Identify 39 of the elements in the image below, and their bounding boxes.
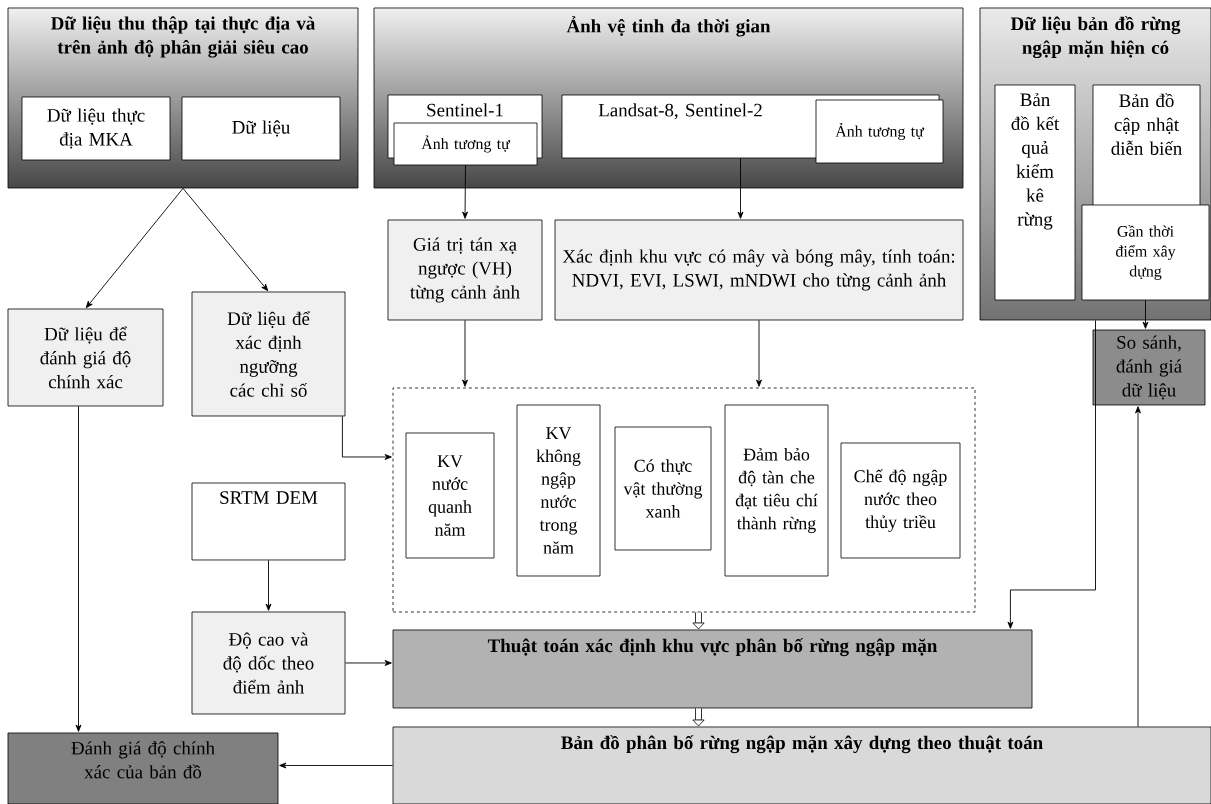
process-box: Đảm bảo độ tàn che đạt tiêu chí thành rừng [724,404,829,577]
process-box: Chế độ ngập nước theo thủy triều [840,442,961,559]
process-box: Đánh giá độ chính xác của bản đồ [7,732,279,804]
process-box: Gần thời điểm xây dựng [1081,204,1210,301]
arrow [1007,319,1096,629]
arrow [462,164,468,219]
process-box: Bản đồ kết quả kiểm kê rừng [994,84,1076,301]
process-box: Dữ liệu để xác định ngưỡng các chỉ số [191,291,346,417]
process-box: Ảnh tương tự [393,122,538,166]
arrow [75,405,82,732]
arrow [85,187,184,309]
arrow [279,762,394,769]
arrow [182,187,269,292]
process-box: Thuật toán xác định khu vực phân bố rừng ngập mặn [392,629,1033,709]
arrow [462,319,468,387]
arrow [265,559,272,611]
arrow [1142,299,1149,329]
arrow [344,660,392,666]
arrow [756,319,762,387]
arrow [341,415,392,460]
process-box: Độ cao và độ dốc theo điểm ảnh [191,611,346,715]
process-box: Dữ liệu để đánh giá độ chính xác [7,308,164,407]
process-box: Dữ liệu [181,96,341,161]
process-box: Ảnh tương tự [815,99,944,164]
process-box: Giá trị tán xạ ngược (VH) từng cảnh ảnh [387,219,543,321]
process-box: SRTM DEM [191,482,346,561]
dashed-group-box [392,387,976,613]
process-box: Xác định khu vực có mây và bóng mây, tính toán: NDVI, EVI, LSWI, mNDWI cho từng cảnh ảnh [554,219,964,321]
block-arrow [692,612,705,630]
process-box: KV nước quanh năm [405,432,495,559]
block-arrow [692,708,705,727]
arrow [737,157,744,219]
process-box: Bản đồ cập nhật diễn biến [1092,84,1201,213]
process-box: So sánh, đánh giá dữ liệu [1092,329,1206,406]
process-box: KV không ngập nước trong năm [516,404,601,577]
process-box: Bản đồ phân bố rừng ngập mặn xây dựng theo thuật toán [392,726,1211,804]
arrow [1135,406,1141,728]
process-box: Có thực vật thường xanh [614,426,712,551]
process-box: Dữ liệu thực địa MKA [21,96,171,161]
